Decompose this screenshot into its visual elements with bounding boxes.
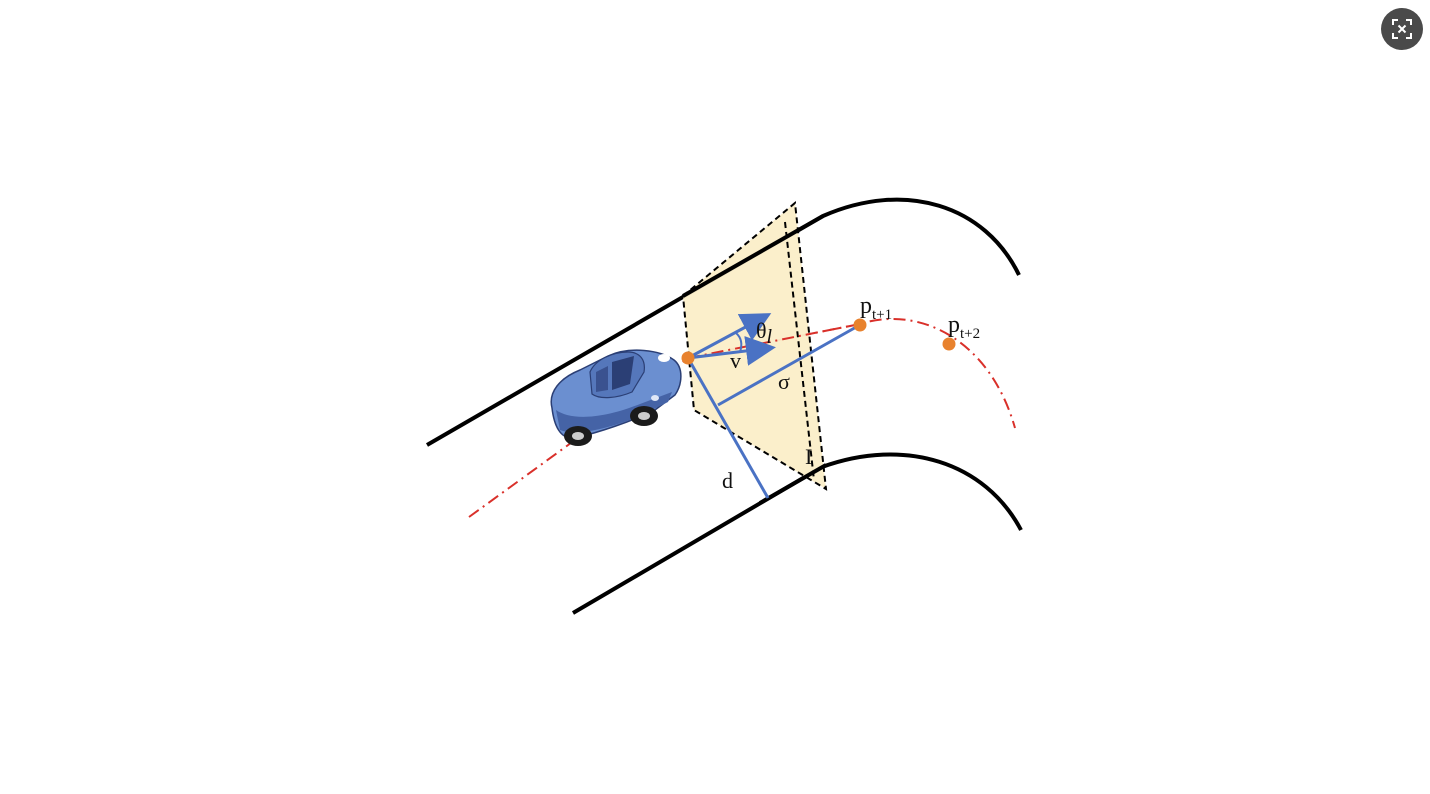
road-lower-edge-overlay (759, 463, 827, 505)
point-p-t-plus-1 (853, 318, 867, 332)
label-d: d (722, 468, 733, 493)
theta-vector (687, 313, 772, 360)
exit-fullscreen-button[interactable] (1381, 8, 1423, 50)
heading-vectors (686, 313, 859, 499)
road-lower-edge (571, 452, 1023, 615)
car-illustration (550, 349, 682, 446)
d-line (686, 357, 770, 499)
label-sigma: σ (778, 369, 790, 394)
road-upper-edge-overlay (682, 214, 824, 298)
road-upper-edge (425, 197, 1021, 447)
theta-arc (735, 332, 743, 353)
label-I: I (805, 444, 812, 469)
exit-fullscreen-icon (1391, 18, 1413, 40)
point-p-t-plus-2 (942, 337, 956, 351)
vehicle-position-point (681, 351, 695, 365)
trajectory-overlay (687, 323, 861, 359)
v-vector (687, 336, 776, 366)
label-p-t2: pt+2 (948, 312, 980, 342)
label-theta: θl (756, 318, 773, 348)
label-p-t1: pt+1 (860, 293, 892, 323)
sigma-line (717, 324, 859, 407)
label-v: v (730, 348, 741, 373)
